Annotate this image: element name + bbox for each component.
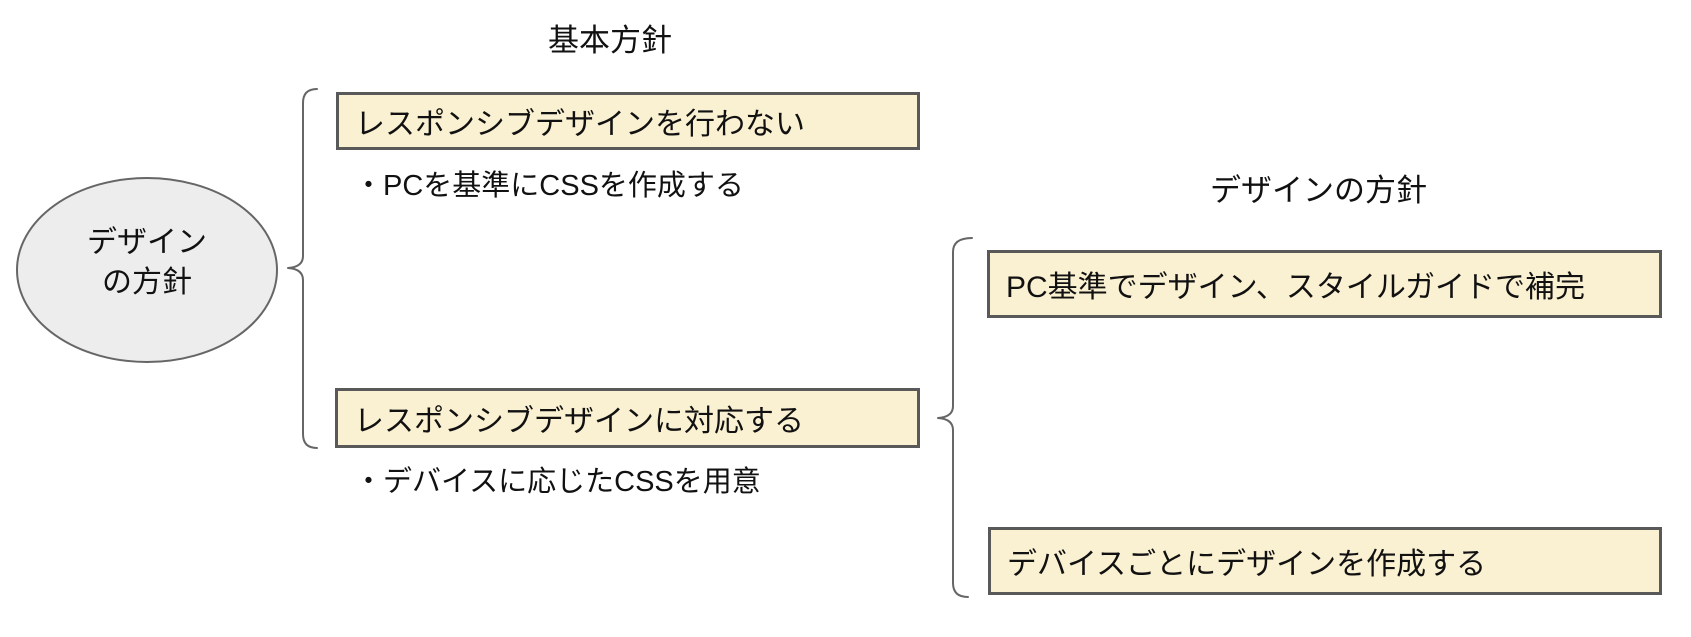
- node-no-responsive-design-note: ・PCを基準にCSSを作成する: [354, 170, 744, 202]
- right-brace: [937, 237, 973, 598]
- root-node-label: デザイン の方針: [87, 226, 207, 299]
- node-pc-base-styleguide: PC基準でデザイン、スタイルガイドで補完: [987, 250, 1662, 318]
- node-support-responsive-design: レスポンシブデザインに対応する: [335, 388, 920, 448]
- left-brace: [287, 88, 318, 449]
- left-group-title: 基本方針: [548, 23, 672, 58]
- right-group-title: デザインの方針: [1210, 173, 1427, 208]
- node-no-responsive-design: レスポンシブデザインを行わない: [336, 92, 920, 150]
- node-support-responsive-design-note: ・デバイスに応じたCSSを用意: [354, 466, 761, 498]
- node-design-per-device: デバイスごとにデザインを作成する: [988, 527, 1662, 595]
- root-node-ellipse: [16, 177, 278, 363]
